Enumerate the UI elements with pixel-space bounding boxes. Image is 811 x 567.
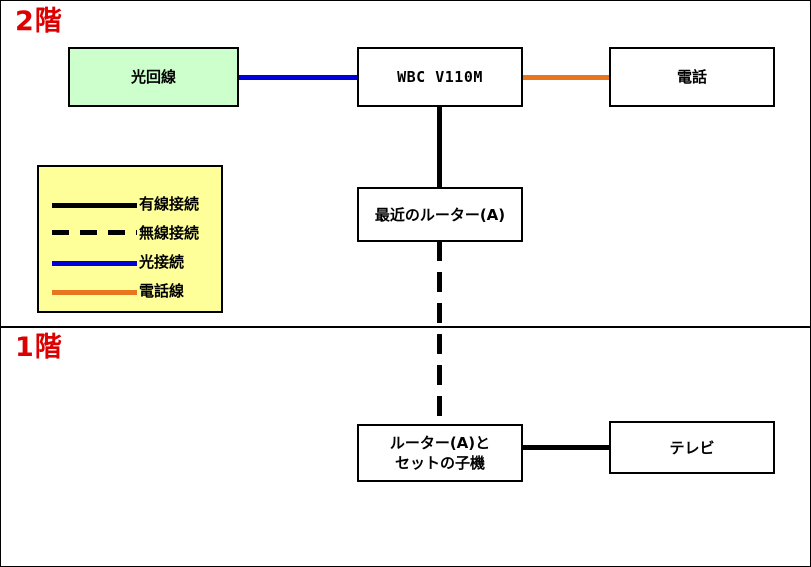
node-fiber-line-label: 光回線 (130, 68, 176, 86)
legend-item-optical: 光接続 (39, 246, 221, 276)
node-child-unit-label: ルーター(A)と セットの子機 (389, 434, 491, 472)
floor-label-2f: 2階 (15, 6, 63, 37)
legend-panel: 有線接続 無線接続 光接続 電話線 (37, 165, 223, 313)
link-fiber-to-wbc (237, 75, 359, 80)
link-wbc-to-telephone (521, 75, 611, 80)
node-child-unit[interactable]: ルーター(A)と セットの子機 (357, 424, 523, 482)
legend-item-wired: 有線接続 (39, 188, 221, 218)
floor-label-1f: 1階 (15, 332, 63, 363)
legend-label-optical: 光接続 (139, 252, 185, 271)
node-wbc-v110m-label: WBC V110M (397, 68, 483, 86)
link-child-unit-to-television (521, 445, 611, 450)
node-television-label: テレビ (669, 438, 715, 457)
legend-label-wireless: 無線接続 (139, 223, 200, 242)
node-wbc-v110m[interactable]: WBC V110M (357, 47, 523, 107)
node-telephone-label: 電話 (676, 68, 707, 86)
floor-divider (1, 326, 810, 328)
node-router-a[interactable]: 最近のルーター(A) (357, 187, 523, 242)
legend-label-wired: 有線接続 (139, 194, 200, 213)
link-router-a-to-child-unit (437, 241, 442, 426)
legend-item-wireless: 無線接続 (39, 217, 221, 247)
legend-swatch-wired (52, 193, 137, 213)
legend-item-phoneline: 電話線 (39, 275, 221, 305)
node-telephone[interactable]: 電話 (609, 47, 775, 107)
node-fiber-line[interactable]: 光回線 (68, 47, 239, 107)
link-wbc-to-router-a (437, 105, 442, 187)
legend-swatch-wireless (52, 222, 137, 242)
node-television[interactable]: テレビ (609, 421, 775, 474)
legend-swatch-phoneline (52, 280, 137, 300)
legend-swatch-optical (52, 251, 137, 271)
node-router-a-label: 最近のルーター(A) (374, 205, 506, 224)
legend-label-phoneline: 電話線 (139, 281, 185, 300)
